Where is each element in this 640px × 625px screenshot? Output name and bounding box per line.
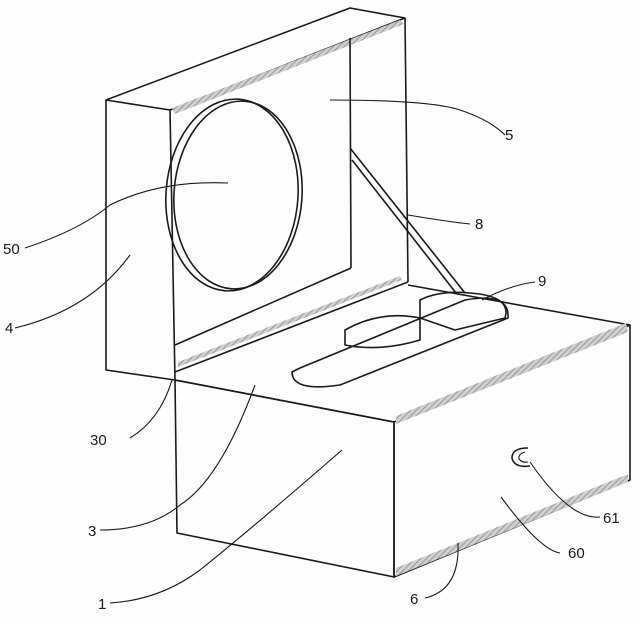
base-box-1 <box>174 284 631 578</box>
leader-lines <box>14 99 601 604</box>
label-9: 9 <box>538 273 547 290</box>
label-1: 1 <box>98 596 107 613</box>
handle-9 <box>291 291 509 388</box>
knob-61 <box>511 447 531 468</box>
label-50: 50 <box>3 241 20 258</box>
label-60: 60 <box>568 545 585 562</box>
mirror-50 <box>165 98 303 292</box>
label-4: 4 <box>5 320 14 337</box>
label-8: 8 <box>475 216 484 233</box>
label-5: 5 <box>505 127 514 144</box>
label-3: 3 <box>88 523 97 540</box>
label-61: 61 <box>603 510 620 527</box>
support-strut-8 <box>349 147 466 294</box>
label-6: 6 <box>410 591 419 608</box>
label-30: 30 <box>90 432 107 449</box>
lid-4 <box>105 7 409 381</box>
